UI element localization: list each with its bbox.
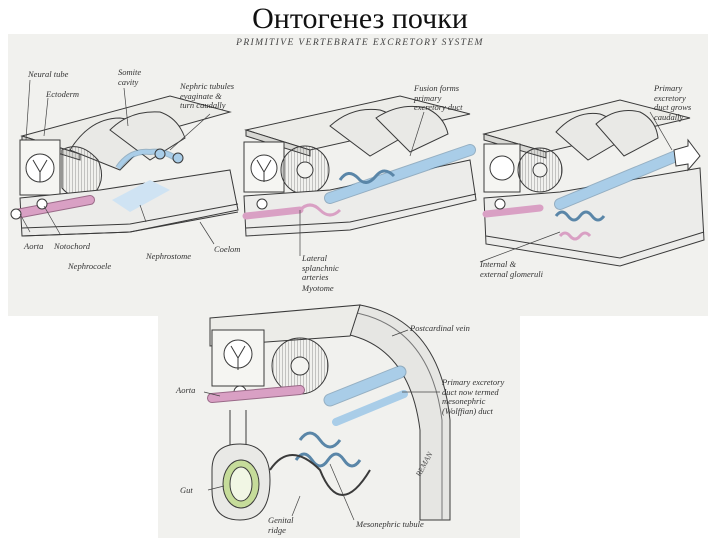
label-fusion-forms: Fusion forms primary excretory duct [414, 83, 463, 112]
label-aorta-bottom: Aorta [176, 385, 196, 395]
label-nephrocoele: Nephrocoele [68, 261, 112, 271]
label-gut: Gut [180, 485, 193, 495]
mesonephros-cross-section [207, 304, 451, 521]
label-genital-ridge: Genital ridge [268, 515, 294, 535]
label-nephric-tubules: Nephric tubules evaginate & turn caudall… [180, 81, 235, 110]
stage-2-drawing [242, 95, 477, 237]
figure-header: PRIMITIVE VERTEBRATE EXCRETORY SYSTEM [236, 38, 484, 48]
label-neural-tube: Neural tube [28, 69, 69, 79]
label-notochord: Notochord [54, 241, 91, 251]
label-primary-duct-grows: Primary excretory duct grows caudally [654, 83, 692, 122]
label-ectoderm: Ectoderm [46, 89, 80, 99]
label-mesonephric-tubule: Mesonephric tubule [356, 519, 424, 529]
label-somite-cavity: Somite cavity [118, 67, 142, 87]
label-aorta-top: Aorta [24, 241, 44, 251]
label-leader-lines [19, 79, 673, 521]
label-nephrostome: Nephrostome [146, 251, 192, 261]
label-coelom: Coelom [214, 244, 241, 254]
label-lateral-splanchnic-arteries: Lateral splanchnic arteries [302, 253, 339, 282]
label-glomeruli: Internal & external glomeruli [480, 259, 544, 279]
label-mesonephric-duct: Primary excretory duct now termed mesone… [442, 377, 505, 416]
slide-title: Онтогенез почки [252, 2, 468, 35]
stage-1-drawing [10, 95, 239, 237]
label-myotome: Myotome [302, 283, 334, 293]
label-postcardinal-vein: Postcardinal vein [410, 323, 470, 333]
stage-3-drawing [482, 99, 705, 267]
upper-figure-panel [8, 34, 708, 316]
